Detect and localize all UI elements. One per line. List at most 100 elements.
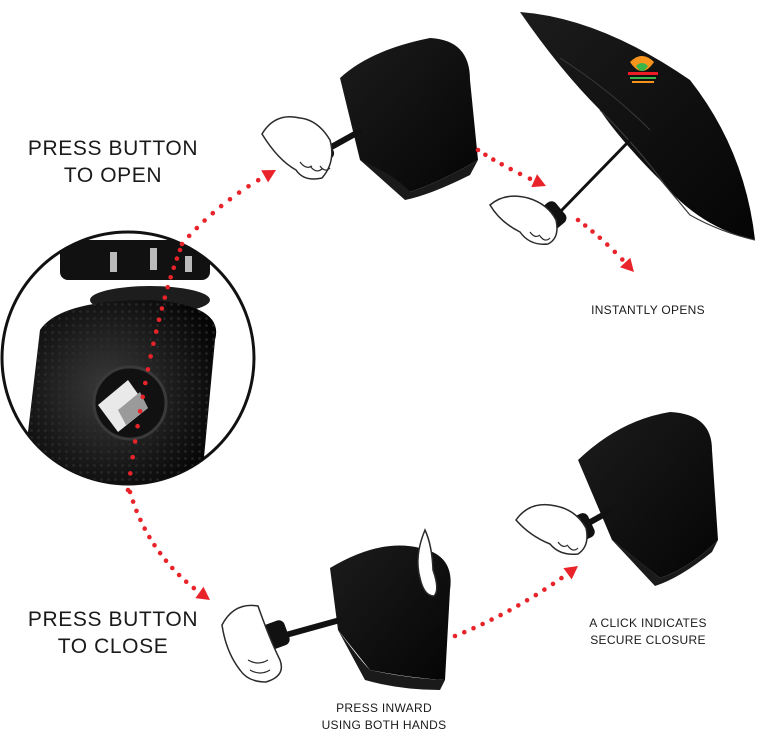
arrow-to-close-icon <box>127 489 210 600</box>
caption-close-line1: PRESS BUTTON <box>27 608 199 631</box>
arrow-dot <box>227 197 233 202</box>
arrow-head <box>563 566 578 580</box>
caption-click-closure: A CLICK INDICATES SECURE CLOSURE <box>560 615 736 649</box>
arrow-dot <box>130 499 136 504</box>
arrow-dot <box>575 217 581 223</box>
caption-press-inward: PRESS INWARD USING BOTH HANDS <box>296 700 472 733</box>
arrow-dot <box>137 409 143 414</box>
arrow-dot <box>151 341 156 347</box>
arrow-dot <box>183 579 189 584</box>
arrow-dot <box>507 608 512 613</box>
arrow-dot <box>143 380 148 386</box>
arrow-dot <box>132 439 138 444</box>
arrow-dot <box>612 249 618 255</box>
arrow-dot <box>176 572 182 578</box>
arrow-dot <box>163 558 169 563</box>
arrow-dot <box>218 203 224 209</box>
arrow-dot <box>138 517 143 523</box>
arrow-dot <box>542 587 547 592</box>
arrow-dot <box>165 284 170 290</box>
arrow-dot <box>159 306 165 311</box>
arrow-dot <box>498 612 503 618</box>
arrow-dot <box>246 184 251 189</box>
arrow-head <box>620 257 634 272</box>
caption-instant-line: INSTANTLY OPENS <box>591 303 705 317</box>
arrow-through-handle-icon <box>125 247 183 493</box>
arrow-to-secure-icon <box>452 566 578 639</box>
arrow-dot <box>236 190 242 195</box>
arrow-dot <box>559 575 564 581</box>
arrow-dot <box>202 218 207 223</box>
arrow-dot <box>135 423 140 429</box>
arrow-dot <box>191 585 197 591</box>
arrow-dot <box>145 367 151 372</box>
hand-bottom-icon <box>221 604 283 683</box>
arrow-dot <box>524 598 530 603</box>
arrow-dot <box>186 233 192 239</box>
arrow-dot <box>475 147 481 153</box>
arrow-dot <box>491 157 496 162</box>
closed-umbrella-top <box>261 38 478 200</box>
arrow-dot <box>140 394 145 400</box>
caption-click-line2: SECURE CLOSURE <box>590 633 706 647</box>
arrow-dot <box>508 166 513 172</box>
arrow-dot <box>462 629 467 635</box>
arrow-dot <box>590 229 595 234</box>
caption-close-line2: TO CLOSE <box>57 635 169 658</box>
hand-open-icon <box>489 195 558 245</box>
arrow-dot <box>177 247 183 253</box>
caption-press-to-open: PRESS BUTTON TO OPEN <box>24 135 202 189</box>
arrow-dot <box>156 317 162 323</box>
arrow-dot <box>533 592 539 598</box>
arrow-dot <box>152 542 157 548</box>
arrow-dot <box>147 534 152 540</box>
arrow-dot <box>174 256 180 261</box>
arrow-dot <box>597 235 603 241</box>
caption-press-to-close: PRESS BUTTON TO CLOSE <box>24 606 202 660</box>
hand-top-icon <box>261 116 333 180</box>
caption-click-line1: A CLICK INDICATES <box>589 616 707 630</box>
closing-umbrella <box>221 528 451 690</box>
arrow-dot <box>170 565 175 571</box>
arrow-dot <box>516 603 521 608</box>
caption-open-line1: PRESS BUTTON <box>27 137 199 160</box>
arrow-dot <box>255 177 261 183</box>
arrow-dot <box>128 471 133 476</box>
hand-secure-icon <box>515 503 588 556</box>
arrow-head <box>531 174 546 188</box>
arrow-dot <box>452 633 458 639</box>
arrow-dot <box>499 162 505 167</box>
arrow-dot <box>157 550 163 556</box>
flow-arrows <box>125 147 634 639</box>
arrow-dot <box>194 225 200 231</box>
closed-umbrella-secure <box>515 412 718 586</box>
hand-pressing-icon <box>417 528 438 597</box>
arrow-dot <box>471 625 476 631</box>
arrow-dot <box>142 526 147 531</box>
arrow-dot <box>483 152 488 158</box>
caption-instantly-opens: INSTANTLY OPENS <box>560 302 736 319</box>
arrow-dot <box>550 581 556 587</box>
arrow-dot <box>148 354 153 359</box>
arrow-dot <box>162 295 168 300</box>
open-umbrella <box>489 12 756 245</box>
arrow-dot <box>620 257 625 262</box>
arrow-dot <box>168 275 173 280</box>
arrow-dot <box>517 171 523 177</box>
arrow-dot <box>210 210 216 216</box>
arrow-dot <box>489 617 494 622</box>
arrow-dot <box>480 621 485 627</box>
button-closeup <box>0 230 256 486</box>
release-button-icon <box>92 365 168 441</box>
caption-inward-line1: PRESS INWARD <box>336 701 432 715</box>
caption-open-line2: TO OPEN <box>63 164 163 187</box>
arrow-dot <box>605 242 610 247</box>
arrow-dot <box>153 329 159 334</box>
arrow-dot <box>527 176 533 181</box>
arrow-dot <box>134 508 139 514</box>
arrow-to-open-icon <box>179 170 276 247</box>
arrow-dot <box>130 454 135 460</box>
caption-inward-line2: USING BOTH HANDS <box>321 718 447 732</box>
